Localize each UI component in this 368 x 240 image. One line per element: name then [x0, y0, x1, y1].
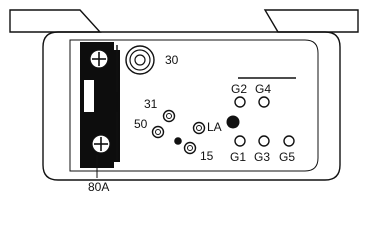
pin-dot-center [174, 137, 182, 145]
g-terminal-group: G2 G4 G1 G3 G5 [230, 77, 296, 164]
g5-label: G5 [279, 150, 295, 164]
fuse-screw-top-icon [89, 49, 109, 69]
terminal-50: 50 [134, 117, 165, 139]
g4-pin-icon [258, 96, 270, 108]
fuse-screw-bottom-icon [91, 134, 111, 154]
housing-outline [42, 31, 341, 181]
terminal-15-label: 15 [200, 149, 214, 163]
terminal-la: LA [192, 120, 222, 135]
terminal-30-label: 30 [165, 53, 179, 67]
fuse-block: 80A [80, 42, 120, 194]
g1-pin-icon [234, 135, 246, 147]
terminal-31-label: 31 [144, 97, 158, 111]
terminal-la-label: LA [207, 120, 222, 134]
mounting-bracket [9, 9, 359, 33]
g2-label: G2 [231, 82, 247, 96]
g3-pin-icon [258, 135, 270, 147]
housing-inner-outline [69, 39, 319, 172]
g1-label: G1 [230, 150, 246, 164]
fuse-label: 80A [88, 180, 109, 194]
g3-label: G3 [254, 150, 270, 164]
terminal-15: 15 [183, 141, 214, 163]
fuse-strip [80, 42, 120, 168]
left-flange [9, 9, 102, 33]
fuse-window-top [84, 80, 94, 112]
g2-pin-icon [234, 96, 246, 108]
g4-label: G4 [255, 82, 271, 96]
terminal-50-label: 50 [134, 117, 148, 131]
indicator-dot-la [226, 115, 240, 129]
terminal-30-inner-ring [134, 54, 146, 66]
terminal-30: 30 [125, 45, 179, 75]
relay-housing [42, 31, 341, 181]
relay-diagram: 80A 30 31 50 15 LA G2 G4 [9, 9, 359, 194]
g5-pin-icon [283, 135, 295, 147]
right-flange [263, 9, 359, 33]
terminal-31: 31 [144, 97, 176, 123]
